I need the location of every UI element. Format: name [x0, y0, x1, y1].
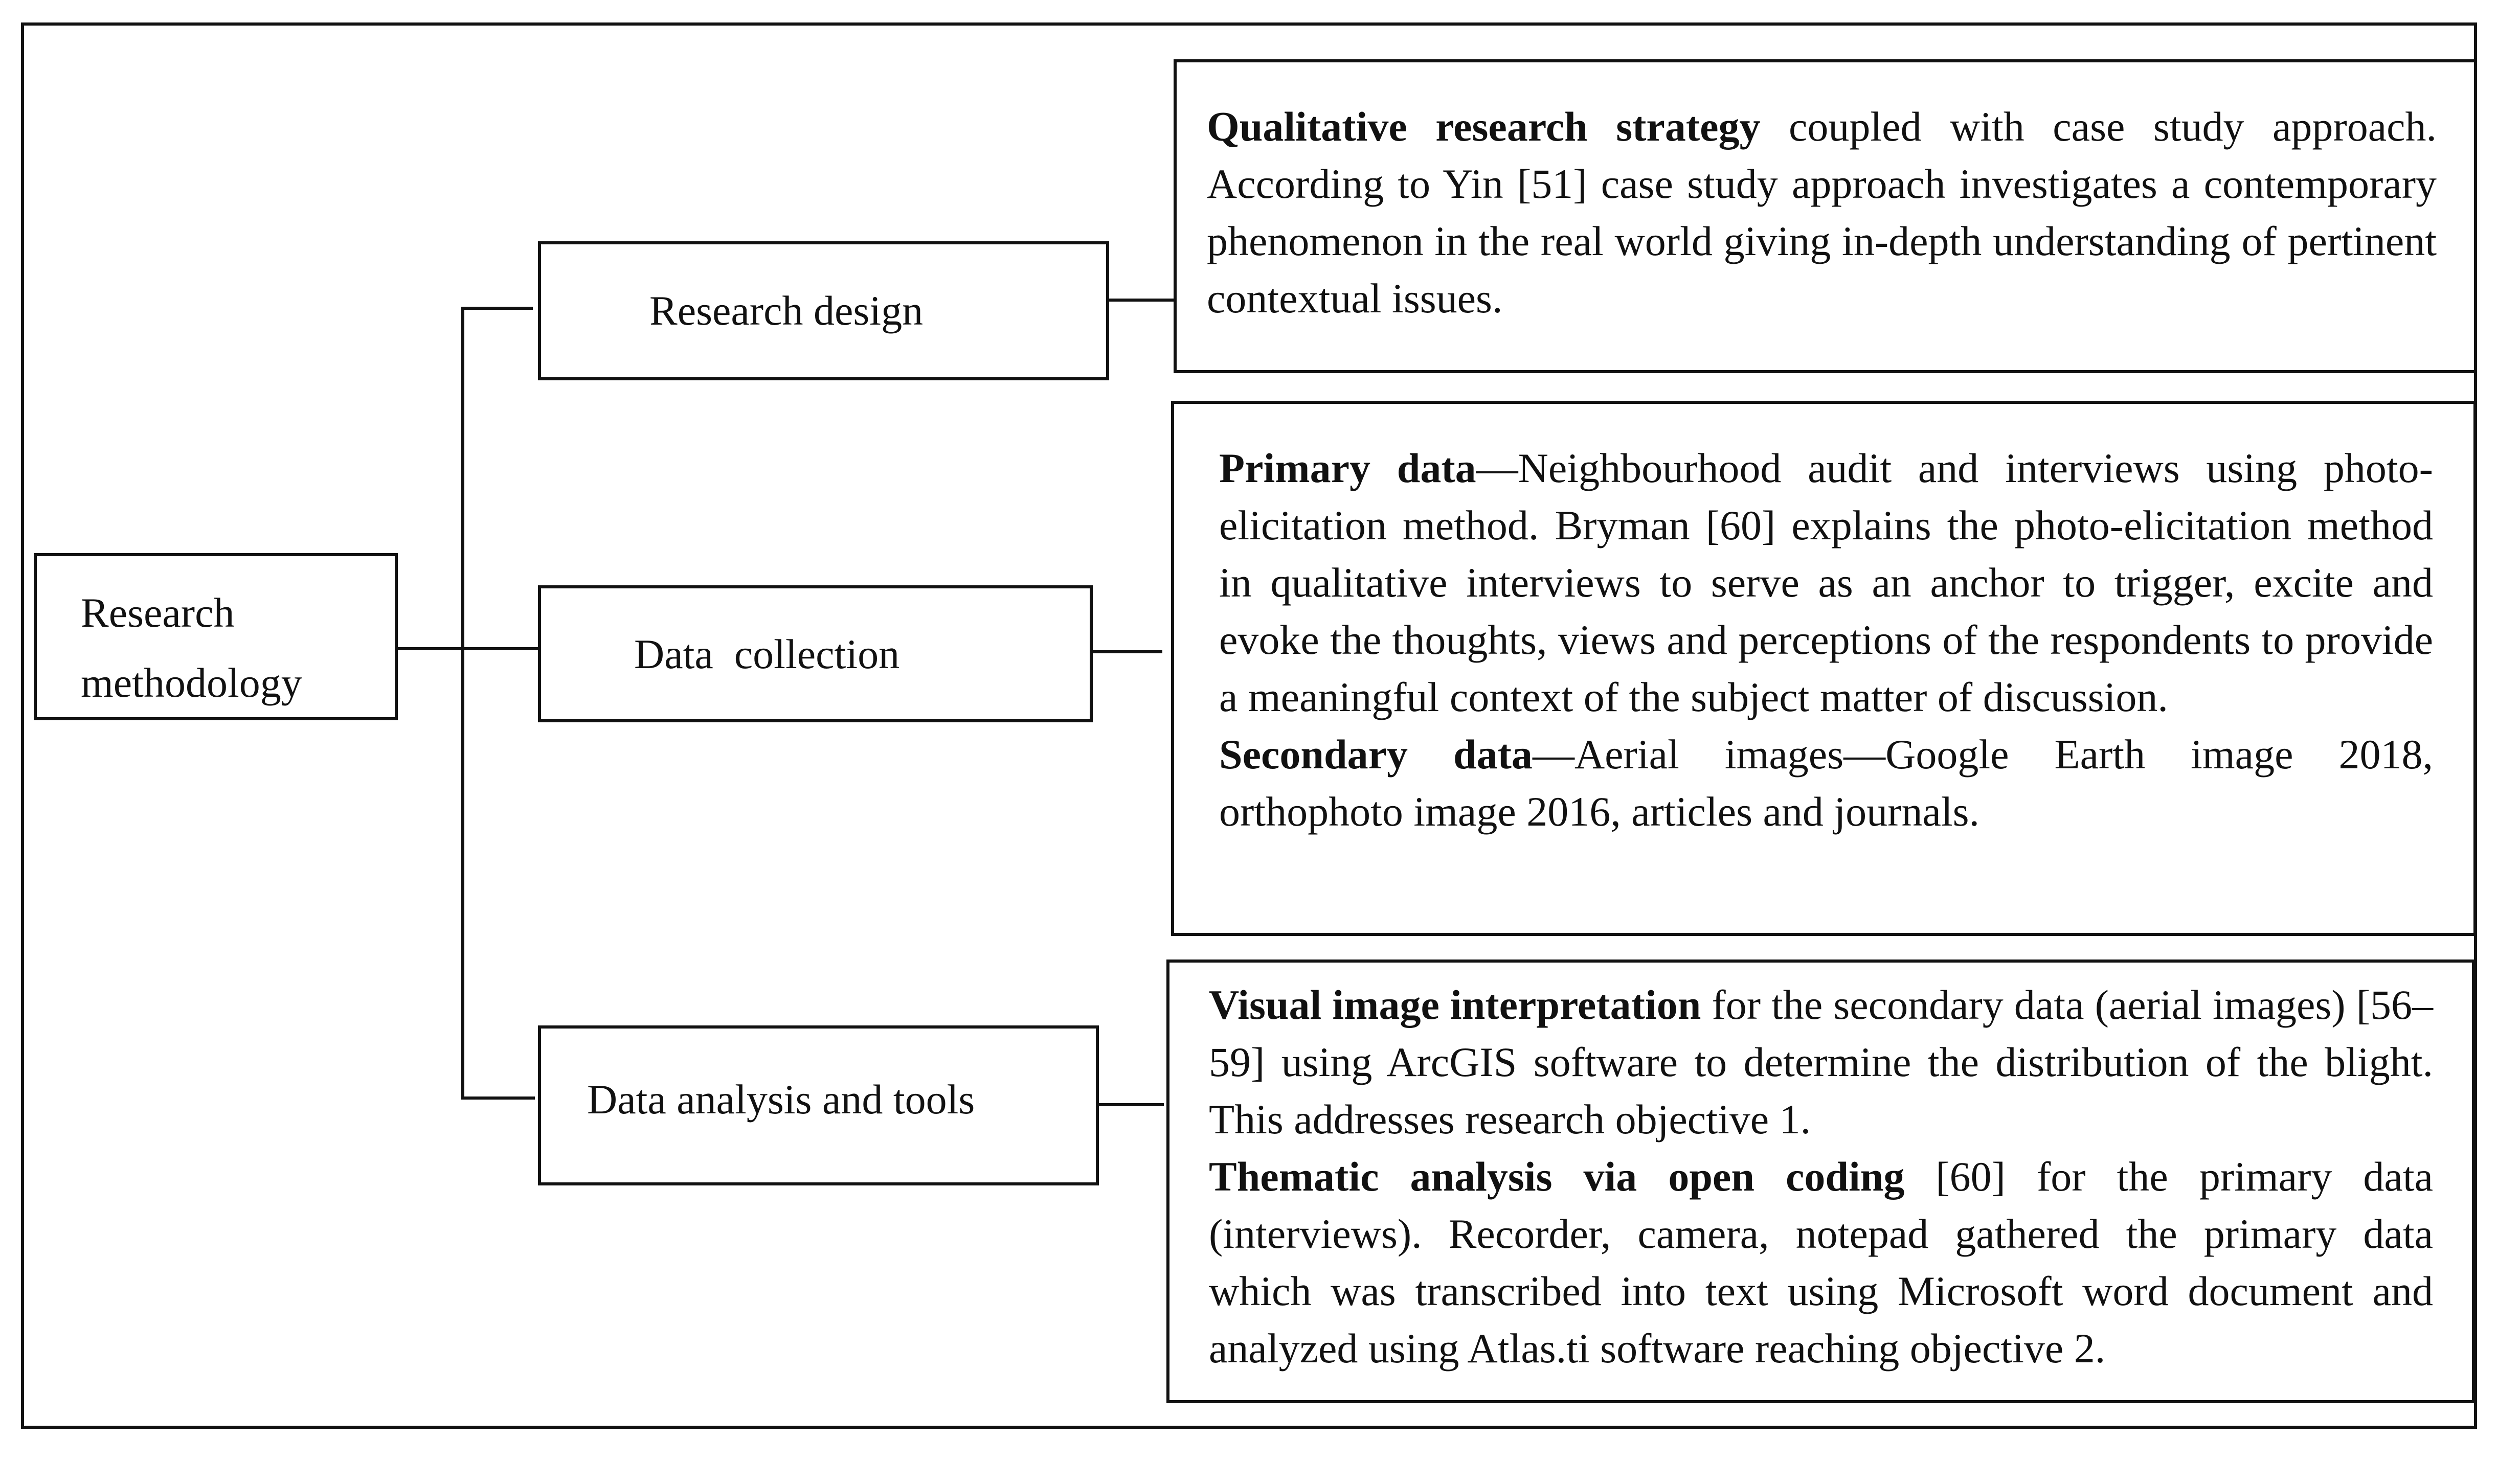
stage-label-research-design: Research design: [649, 287, 924, 334]
connector-research-design-detail: [1109, 299, 1174, 302]
detail-paragraph: Secondary data—Aerial images—Google Eart…: [1219, 726, 2433, 840]
detail-box-research-design: [1174, 59, 2477, 373]
root-node: [34, 553, 398, 720]
detail-box-data-collection: [1171, 401, 2477, 936]
detail-text-data-analysis: Visual image interpretation for the seco…: [1209, 976, 2433, 1377]
detail-paragraph: Thematic analysis via open coding [60] f…: [1209, 1148, 2433, 1377]
root-label-line2: methodology: [81, 659, 302, 706]
stage-box-research-design: [538, 241, 1109, 380]
detail-body: for the secondary data (aerial images) […: [1209, 981, 2433, 1143]
detail-keyword: Qualitative research strategy: [1207, 103, 1761, 150]
detail-text-research-design: Qualitative research strategy coupled wi…: [1207, 98, 2437, 327]
detail-paragraph: Visual image interpretation for the seco…: [1209, 976, 2433, 1148]
connector-data-collection-detail: [1093, 650, 1162, 653]
detail-text-data-collection: Primary data—Neighbourhood audit and int…: [1219, 440, 2433, 840]
stage-label-data-analysis: Data analysis and tools: [587, 1076, 975, 1123]
root-connector: [398, 647, 464, 650]
connector-data-analysis-detail: [1099, 1103, 1164, 1106]
detail-box-data-analysis: [1166, 960, 2475, 1403]
detail-body: —Neighbourhood audit and interviews usin…: [1219, 445, 2433, 720]
branch-research-design: [461, 307, 533, 310]
detail-keyword: Secondary data: [1219, 731, 1533, 778]
detail-body: [60] for the primary data (interviews). …: [1209, 1153, 2433, 1372]
stage-box-data-analysis: [538, 1025, 1099, 1185]
detail-paragraph: Primary data—Neighbourhood audit and int…: [1219, 440, 2433, 726]
detail-keyword: Visual image interpretation: [1209, 981, 1701, 1028]
branch-data-collection: [461, 647, 538, 650]
detail-paragraph: Qualitative research strategy coupled wi…: [1207, 98, 2437, 327]
detail-body: —Aerial images—Google Earth image 2018, …: [1219, 731, 2433, 835]
detail-keyword: Primary data: [1219, 445, 1476, 491]
trunk-line: [461, 307, 464, 1100]
root-label-line1: Research: [81, 589, 235, 636]
stage-box-data-collection: [538, 585, 1093, 722]
branch-data-analysis: [461, 1096, 535, 1100]
root-label: Research methodology: [81, 578, 302, 718]
detail-keyword: Thematic analysis via open coding: [1209, 1153, 1905, 1200]
stage-label-data-collection: Data collection: [634, 631, 900, 677]
detail-body: coupled with case study approach. Accord…: [1207, 103, 2437, 322]
